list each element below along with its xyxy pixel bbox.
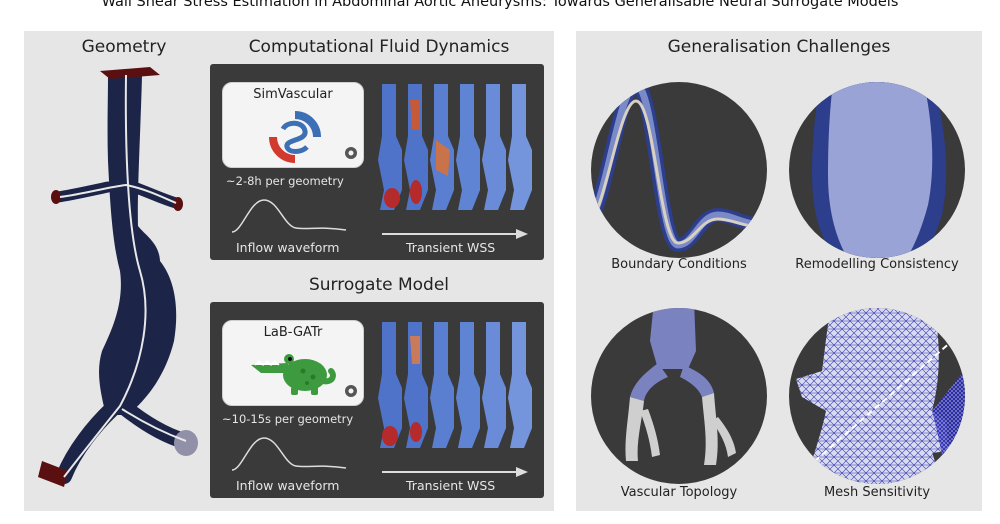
cfd-wss-frame-1 <box>378 84 402 210</box>
cfd-time-arrow <box>382 229 528 239</box>
surrogate-wss-frame-6 <box>508 322 532 448</box>
figure-title: Wall Shear Stress Estimation in Abdomina… <box>101 0 899 10</box>
challenge-vascular-topology: Vascular Topology <box>620 485 738 500</box>
cfd-header: Computational Fluid Dynamics <box>248 37 510 57</box>
cfd-wss-renderings <box>378 84 532 210</box>
right-panel: Generalisation Challenges Boundary Condi… <box>576 31 982 511</box>
left-renal-cap <box>51 190 61 204</box>
aorta-body <box>99 75 177 415</box>
crocodile-icon <box>251 354 336 395</box>
surrogate-wss-frame-2 <box>404 322 428 448</box>
aorta-geometry-illustration <box>38 67 198 487</box>
surrogate-header: Surrogate Model <box>308 275 450 295</box>
challenge-boundary-conditions: Boundary Conditions <box>611 257 747 272</box>
cfd-wss-frame-5 <box>482 84 506 210</box>
simvascular-card: SimVascular <box>222 82 364 168</box>
surrogate-wss-label: Transient WSS <box>406 478 496 493</box>
cfd-waveform-label: Inflow waveform <box>236 240 340 255</box>
centerline-right-iliac <box>121 408 187 442</box>
vascular-topology-illustration <box>591 308 767 484</box>
labgatr-name: LaB-GATr <box>263 325 323 340</box>
gear-icon <box>345 385 357 397</box>
boundary-conditions-illustration <box>591 82 767 258</box>
remodelling-consistency-illustration <box>789 82 965 258</box>
surrogate-box: LaB-GATr ~10-15s per geometry Inflow wav… <box>210 302 544 498</box>
surrogate-time-arrow <box>382 467 528 477</box>
left-iliac-cap <box>38 461 68 487</box>
surrogate-wss-frame-5 <box>482 322 506 448</box>
labgatr-card: LaB-GATr <box>222 320 364 406</box>
cfd-wss-frame-2 <box>404 84 428 210</box>
simvascular-logo-icon <box>269 111 321 163</box>
surrogate-waveform <box>231 437 347 471</box>
surrogate-wss-frame-1 <box>378 322 402 448</box>
simvascular-name: SimVascular <box>253 87 333 102</box>
mesh-sensitivity-illustration <box>789 308 965 484</box>
right-renal-cap <box>173 197 183 211</box>
surrogate-wss-frame-3 <box>430 322 454 448</box>
challenge-mesh-sensitivity: Mesh Sensitivity <box>823 485 931 500</box>
cfd-waveform <box>231 199 347 233</box>
right-iliac-cap <box>174 430 198 456</box>
cfd-wss-label: Transient WSS <box>406 240 496 255</box>
challenges-header: Generalisation Challenges <box>667 37 891 57</box>
surrogate-waveform-label: Inflow waveform <box>236 478 340 493</box>
left-panel: Geometry Computational Fluid Dynamics Su… <box>24 31 554 511</box>
cfd-wss-frame-6 <box>508 84 532 210</box>
cfd-box: SimVascular ~2-8h per geometry Inflow wa… <box>210 64 544 260</box>
top-inlet-cap <box>100 67 160 79</box>
surrogate-wss-renderings <box>378 322 532 448</box>
cfd-wss-frame-4 <box>456 84 480 210</box>
gear-icon <box>345 147 357 159</box>
cfd-wss-frame-3 <box>430 84 454 210</box>
challenge-remodelling-consistency: Remodelling Consistency <box>795 257 959 272</box>
geometry-header: Geometry <box>81 37 167 57</box>
centerline-renals <box>59 183 177 204</box>
cfd-time: ~2-8h per geometry <box>226 174 344 188</box>
surrogate-time: ~10-15s per geometry <box>222 412 354 426</box>
centerline <box>63 74 147 478</box>
left-iliac-branch <box>56 401 120 484</box>
surrogate-wss-frame-4 <box>456 322 480 448</box>
